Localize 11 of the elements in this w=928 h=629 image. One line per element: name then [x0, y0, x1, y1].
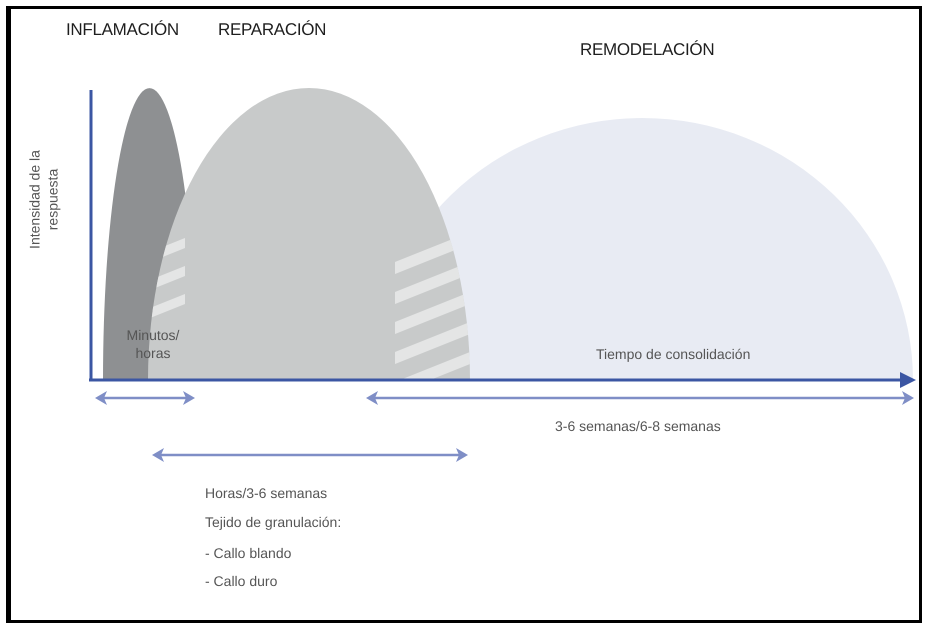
- annotation-text: - Callo duro: [205, 573, 278, 590]
- annotation-text: Tiempo de consolidación: [596, 346, 750, 364]
- phase-heading: REPARACIÓN: [218, 20, 326, 40]
- phase-heading: INFLAMACIÓN: [66, 20, 179, 40]
- annotation-text: Horas/3-6 semanas: [205, 485, 328, 502]
- annotation-text: Minutos/ horas: [126, 327, 180, 362]
- annotation-text: - Callo blando: [205, 545, 292, 562]
- annotation-text: Tejido de granulación:: [205, 514, 342, 532]
- axis-title: Intensidad de la respuesta: [26, 149, 62, 251]
- phase-heading: REMODELACIÓN: [580, 40, 714, 60]
- annotation-text: 3-6 semanas/6-8 semanas: [555, 418, 721, 436]
